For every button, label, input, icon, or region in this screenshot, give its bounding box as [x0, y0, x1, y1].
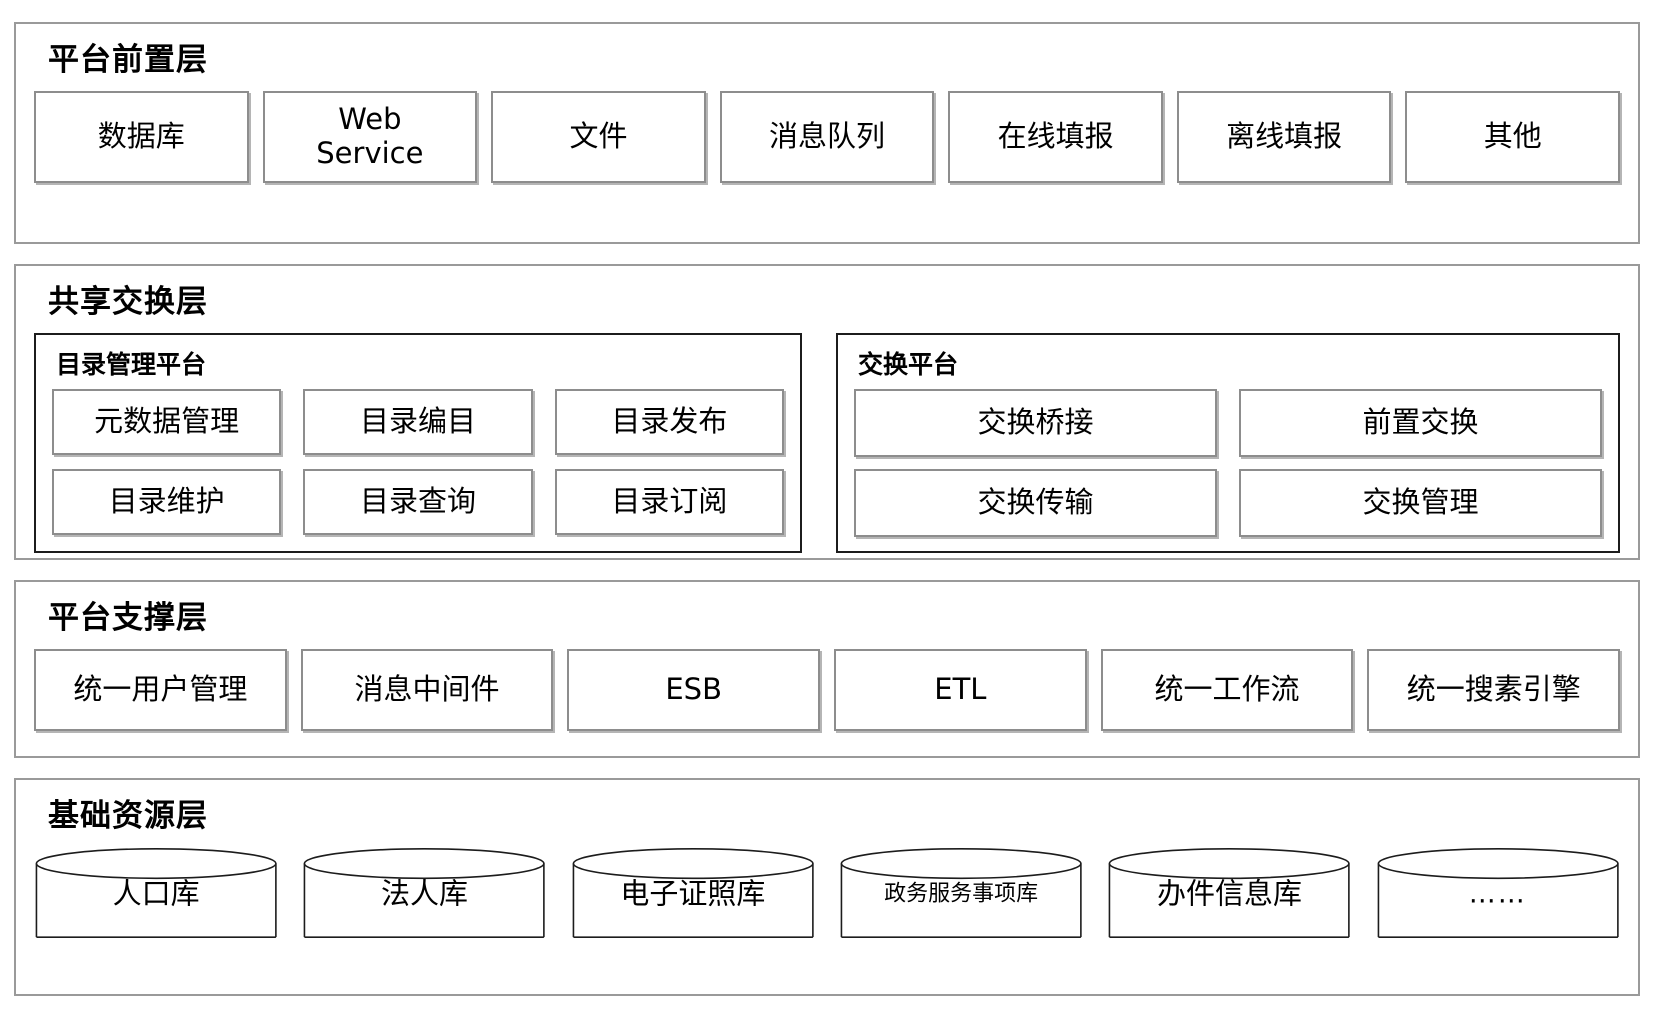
node-exchange-bridge[interactable]: 交换桥接 — [854, 388, 1217, 457]
layer-platform-support: 平台支撑层 统一用户管理 消息中间件 ESB ETL 统一工作流 统一搜素引擎 — [14, 580, 1640, 758]
database-case-information[interactable]: 办件信息库 — [1107, 847, 1351, 939]
layer-title-shared-exchange: 共享交换层 — [48, 284, 208, 320]
node-catalog-publish[interactable]: 目录发布 — [554, 388, 784, 455]
cylinder-icon — [571, 847, 815, 939]
node-label: 目录发布 — [611, 403, 728, 438]
node-label-line1: Web — [338, 102, 402, 137]
node-web-service[interactable]: Web Service — [262, 90, 478, 183]
node-label: 目录订阅 — [611, 483, 728, 518]
layer-title-platform-front: 平台前置层 — [48, 42, 208, 78]
node-exchange-management[interactable]: 交换管理 — [1239, 468, 1602, 537]
node-label: 交换传输 — [977, 484, 1094, 519]
panel-title-exchange-platform: 交换平台 — [858, 349, 959, 379]
node-offline-reporting[interactable]: 离线填报 — [1176, 90, 1392, 183]
layer-base-resource: 基础资源层 人口库 法人库 — [14, 778, 1640, 996]
catalog-management-grid: 元数据管理 目录编目 目录发布 目录维护 目录查询 目录订阅 — [52, 388, 784, 537]
node-other[interactable]: 其他 — [1405, 90, 1621, 183]
database-government-service-items[interactable]: 政务服务事项库 — [839, 847, 1083, 939]
node-metadata-management[interactable]: 元数据管理 — [52, 388, 282, 455]
node-online-reporting[interactable]: 在线填报 — [948, 90, 1163, 183]
panel-title-catalog-management: 目录管理平台 — [56, 349, 207, 379]
exchange-platform-grid: 交换桥接 前置交换 交换传输 交换管理 — [854, 388, 1602, 537]
database-more[interactable]: …… — [1376, 847, 1620, 939]
database-electronic-license[interactable]: 电子证照库 — [571, 847, 815, 939]
node-catalog-cataloging[interactable]: 目录编目 — [303, 388, 533, 455]
node-database[interactable]: 数据库 — [34, 90, 249, 183]
panel-catalog-management: 目录管理平台 元数据管理 目录编目 目录发布 目录维护 目录查询 — [34, 332, 802, 553]
node-unified-search-engine[interactable]: 统一搜素引擎 — [1367, 648, 1621, 731]
node-label: 前置交换 — [1362, 404, 1479, 439]
node-label: 目录维护 — [108, 483, 225, 518]
node-label-line2: Service — [316, 135, 424, 170]
layer-front-node-row: 数据库 Web Service 文件 消息队列 在线填报 离线填报 其他 — [34, 90, 1621, 226]
layer-title-platform-support: 平台支撑层 — [48, 600, 208, 636]
node-label: 元数据管理 — [94, 403, 240, 438]
cylinder-icon — [34, 847, 278, 939]
node-label: 消息队列 — [769, 118, 886, 153]
node-exchange-transmission[interactable]: 交换传输 — [854, 468, 1217, 537]
layer-support-node-row: 统一用户管理 消息中间件 ESB ETL 统一工作流 统一搜素引擎 — [34, 648, 1621, 740]
node-front-exchange[interactable]: 前置交换 — [1239, 388, 1602, 457]
database-population[interactable]: 人口库 — [34, 847, 278, 939]
node-label: ESB — [665, 671, 722, 706]
node-label: 在线填报 — [997, 118, 1114, 153]
node-message-middleware[interactable]: 消息中间件 — [300, 648, 554, 731]
node-catalog-subscription[interactable]: 目录订阅 — [554, 468, 784, 535]
cylinder-icon — [302, 847, 546, 939]
node-unified-user-management[interactable]: 统一用户管理 — [34, 648, 287, 731]
database-legal-entity[interactable]: 法人库 — [302, 847, 546, 939]
node-unified-workflow[interactable]: 统一工作流 — [1100, 648, 1354, 731]
node-label: 文件 — [569, 118, 628, 153]
node-label: 交换管理 — [1362, 484, 1479, 519]
node-file[interactable]: 文件 — [491, 90, 706, 183]
node-message-queue[interactable]: 消息队列 — [719, 90, 935, 183]
node-label: 交换桥接 — [977, 404, 1094, 439]
node-label: 目录查询 — [359, 483, 476, 518]
shared-exchange-panels: 目录管理平台 元数据管理 目录编目 目录发布 目录维护 目录查询 — [34, 332, 1620, 553]
node-label: 统一工作流 — [1154, 671, 1300, 706]
node-label: 离线填报 — [1226, 118, 1343, 153]
layer-base-cylinder-row: 人口库 法人库 电子证照库 — [34, 847, 1620, 978]
node-label: 统一搜素引擎 — [1406, 671, 1581, 706]
node-label: 目录编目 — [359, 403, 476, 438]
node-catalog-query[interactable]: 目录查询 — [303, 468, 533, 535]
node-catalog-maintenance[interactable]: 目录维护 — [52, 468, 282, 535]
node-label: 消息中间件 — [354, 671, 500, 706]
node-label: 其他 — [1483, 118, 1542, 153]
node-label: ETL — [934, 671, 987, 706]
layer-shared-exchange: 共享交换层 目录管理平台 元数据管理 目录编目 目录发布 目录维护 — [14, 264, 1640, 560]
node-esb[interactable]: ESB — [567, 648, 821, 731]
layer-title-base-resource: 基础资源层 — [48, 798, 208, 834]
cylinder-icon — [1107, 847, 1351, 939]
layer-platform-front: 平台前置层 数据库 Web Service 文件 消息队列 在线填报 离线填报 — [14, 22, 1640, 244]
node-etl[interactable]: ETL — [834, 648, 1087, 731]
node-label: 统一用户管理 — [73, 671, 248, 706]
node-label: 数据库 — [97, 118, 185, 153]
cylinder-icon — [1376, 847, 1620, 939]
panel-exchange-platform: 交换平台 交换桥接 前置交换 交换传输 交换管理 — [836, 332, 1620, 553]
cylinder-icon — [839, 847, 1083, 939]
